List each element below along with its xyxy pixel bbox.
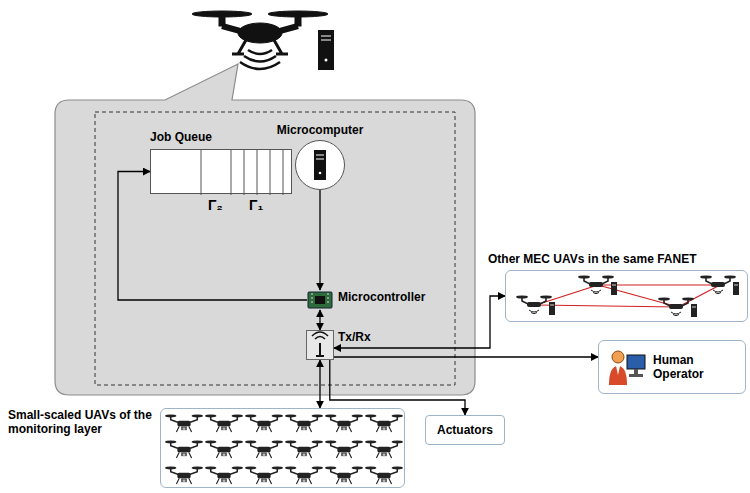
monitoring-layer: Small-scaled UAVs of the monitoring laye… xyxy=(8,408,405,488)
mec-uav-drone xyxy=(192,11,328,69)
actuator-label: Actuators xyxy=(437,423,493,437)
fanet-group: Other MEC UAVs in the same FANET xyxy=(488,252,748,322)
queue-threshold: Γ₁ xyxy=(249,197,263,213)
microcomputer-shape xyxy=(295,140,345,190)
monitoring-layer-shape xyxy=(160,408,405,488)
actuators-shape: Actuators xyxy=(425,415,505,445)
dashed-boundary xyxy=(95,112,455,385)
queue-slots xyxy=(151,150,293,195)
connector-arrow xyxy=(319,310,320,330)
microcontroller-label: Microcontroller xyxy=(338,290,425,304)
transceiver-shape xyxy=(306,330,334,360)
layer-label: Small-scaled UAVs of the monitoring laye… xyxy=(8,408,152,436)
microcomputer-icon xyxy=(296,141,344,189)
queue-label: Job Queue xyxy=(150,130,212,144)
actuators: Actuators xyxy=(425,415,505,445)
human-operator: Human Operator xyxy=(598,340,746,394)
operator-label: Human Operator xyxy=(653,353,715,381)
fanet-drones xyxy=(506,271,749,323)
callout-panel xyxy=(55,64,475,395)
antenna-icon xyxy=(306,330,334,360)
group-heading: Other MEC UAVs in the same FANET xyxy=(488,252,696,266)
connector-arrow xyxy=(319,190,320,290)
human-operator-shape: Human Operator xyxy=(598,340,746,394)
microcomputer: Microcomputer xyxy=(277,123,364,190)
connector-arrow xyxy=(330,360,465,415)
connector-arrow xyxy=(334,356,598,357)
microcontroller-board xyxy=(307,290,333,310)
fanet-group-shape xyxy=(505,270,748,322)
txrx-label: Tx/Rx xyxy=(338,330,371,344)
uav-swarm xyxy=(161,409,406,489)
microcontroller-shape xyxy=(307,290,333,310)
job-queue: Job Queue xyxy=(150,130,292,194)
transceiver: Tx/Rx xyxy=(306,330,371,360)
job-queue-shape xyxy=(150,149,292,194)
microcomputer-label: Microcomputer xyxy=(277,123,364,137)
operator-icon xyxy=(607,347,647,387)
queue-threshold: Γ₂ xyxy=(208,197,223,213)
connector-arrow xyxy=(319,360,320,408)
microcontroller: Microcontroller xyxy=(307,290,425,310)
server-tower xyxy=(318,30,334,70)
